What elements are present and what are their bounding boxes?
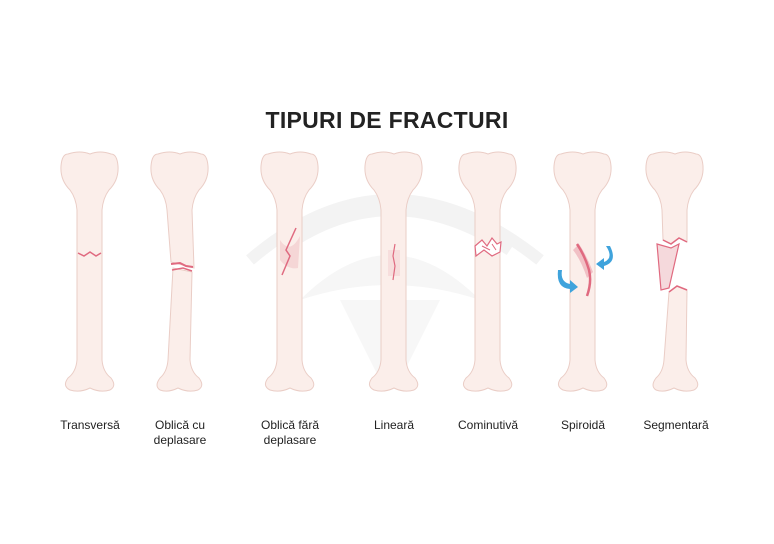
- bone-oblique-displaced: [150, 151, 209, 392]
- label-linear: Lineară: [373, 418, 415, 432]
- label-oblique-non-displaced: Oblică fără deplasare: [260, 418, 320, 447]
- bone-linear: [364, 151, 423, 392]
- bone-spiral: [553, 151, 612, 392]
- label-oblique-displaced: Oblică cu deplasare: [153, 418, 207, 447]
- bone-oblique-non-displaced: [260, 151, 319, 392]
- bone-transverse: [60, 151, 119, 392]
- label-transverse: Transversă: [60, 418, 120, 432]
- bone-segmental: [645, 151, 704, 392]
- rotation-arrow-icon: [557, 246, 613, 293]
- bone-comminuted: [458, 151, 517, 392]
- page-title: TIPURI DE FRACTURI: [265, 107, 509, 134]
- label-spiral: Spiroidă: [560, 418, 606, 432]
- label-comminuted: Cominutivă: [457, 418, 519, 432]
- label-segmental: Segmentară: [643, 418, 709, 432]
